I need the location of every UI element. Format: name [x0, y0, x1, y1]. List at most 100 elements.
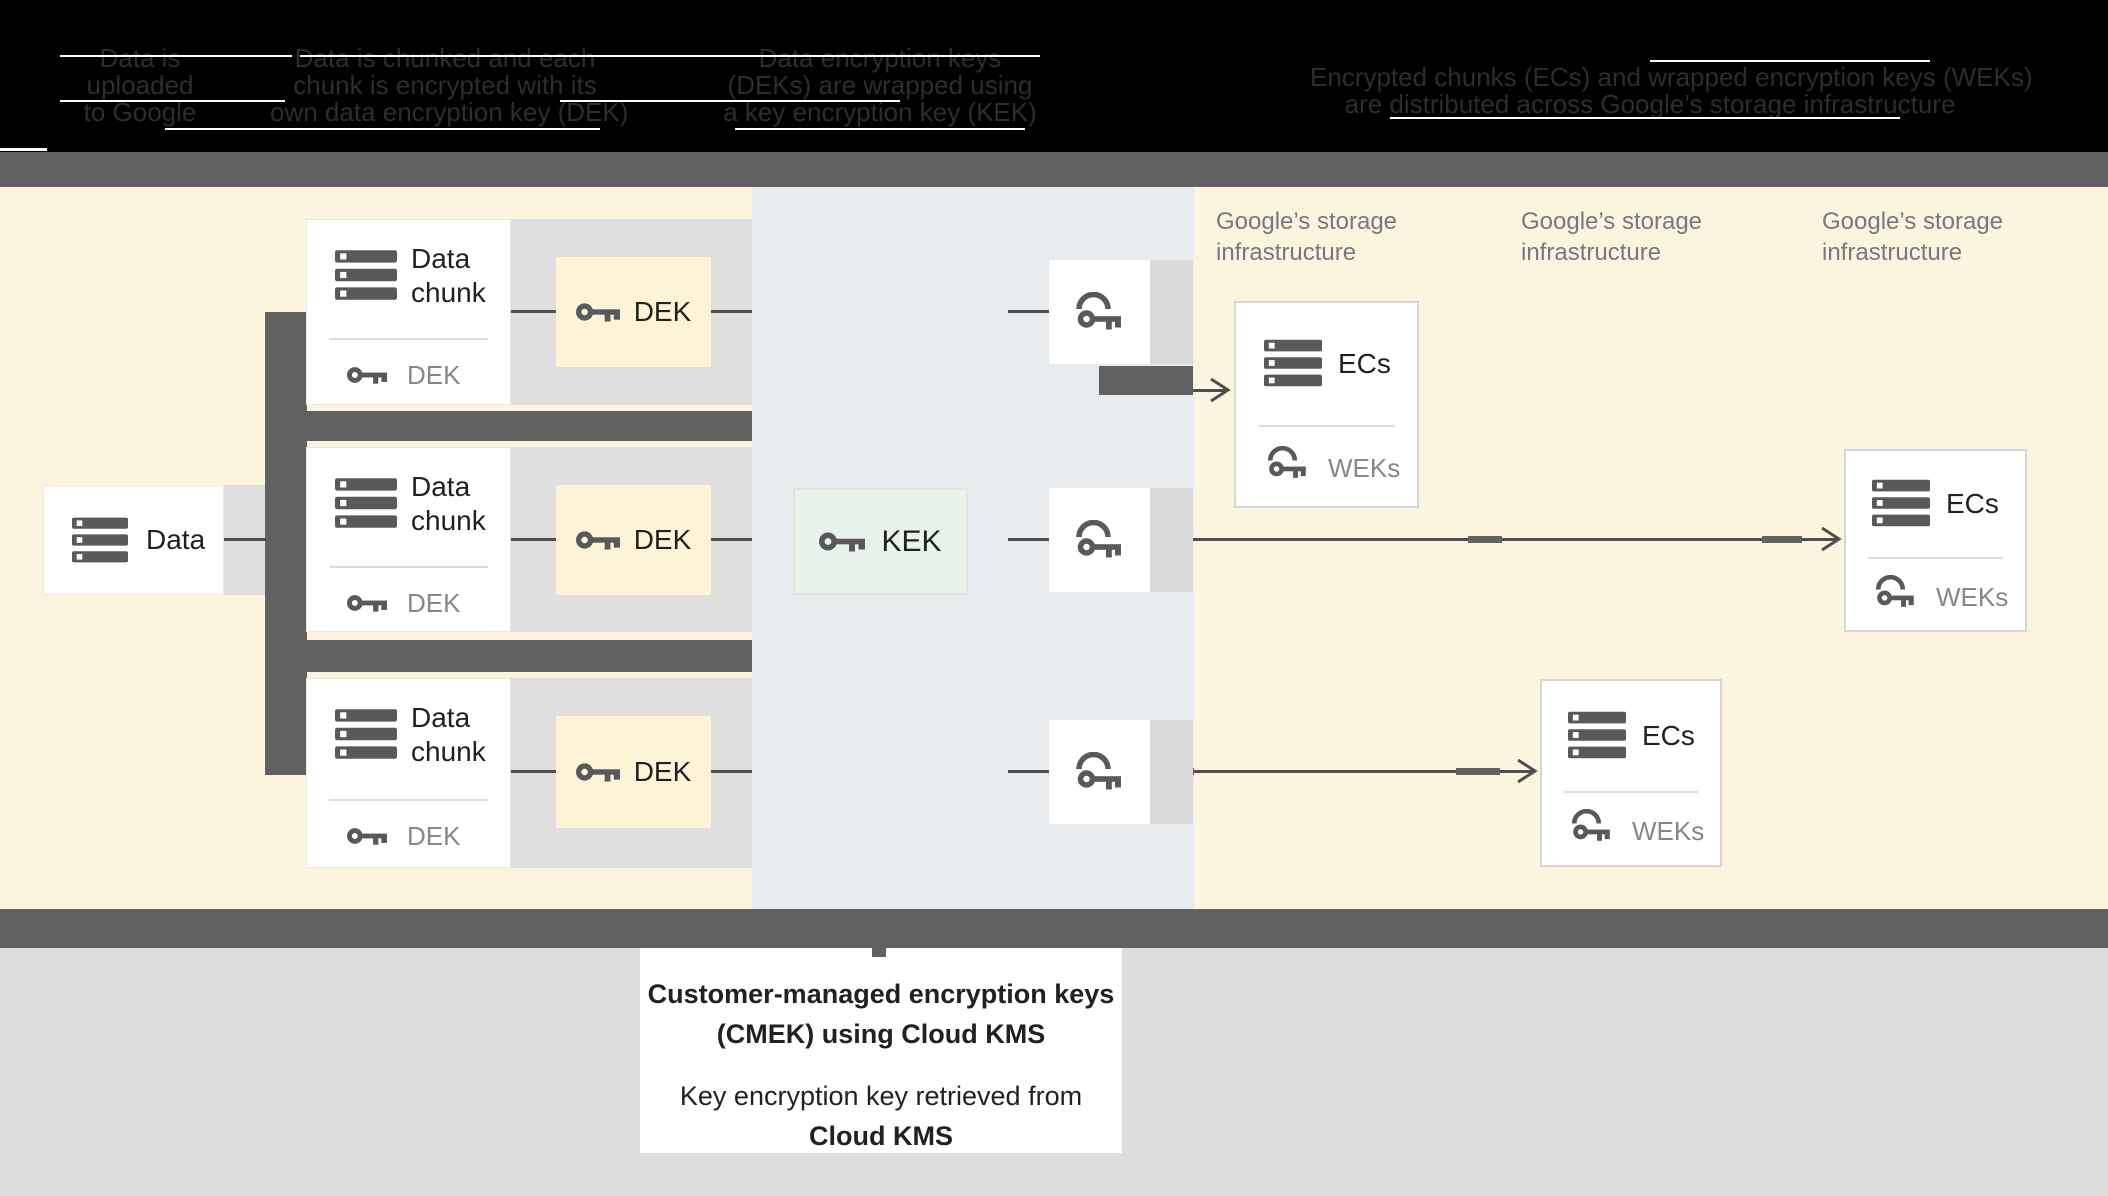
top-divider-band [0, 152, 2108, 187]
header-text: Encrypted chunks (ECs) and wrapped encry… [1310, 62, 2033, 92]
thick-arrow-bar-1 [1099, 366, 1193, 395]
header-text: Data is chunked and each [294, 43, 596, 73]
header-step-wrap: Data encryption keys (DEKs) are wrapped … [715, 45, 1045, 126]
wrapped-key-icon [1874, 575, 1918, 609]
header-step-distribute: Encrypted chunks (ECs) and wrapped encry… [1310, 62, 2033, 119]
chunk-title: Data chunk [411, 243, 486, 308]
storage-infra-label-2: Google’s storage infrastructure [1521, 208, 1703, 266]
ecs-node-3: ECs WEKs [1540, 679, 1722, 867]
dek-node-3: DEK [556, 716, 711, 828]
storage-infra-label-1: Google’s storage infrastructure [1216, 208, 1398, 266]
line-into-keybox3 [1008, 770, 1049, 773]
arrow-thick-seg-2b [1762, 536, 1802, 543]
ecs-weks-label: WEKs [1328, 453, 1401, 483]
callout-line-4: Cloud KMS [809, 1121, 953, 1151]
key-icon [576, 301, 620, 323]
storage-infra-label-3: Google’s storage infrastructure [1822, 208, 2004, 266]
header-text: chunk is encrypted with its [293, 70, 597, 100]
ecs-title: ECs [1946, 488, 1999, 519]
data-chunk-node-2: Data chunk DEK [306, 447, 511, 632]
header-underline [1650, 60, 1930, 62]
keybox-shadow-2 [1150, 488, 1193, 592]
wrapped-key-node-2 [1049, 488, 1150, 592]
header-step-chunk: Data is chunked and each chunk is encryp… [270, 43, 628, 126]
key-icon [347, 593, 387, 613]
divider [329, 799, 488, 801]
data-chunk-node-3: Data chunk DEK [306, 678, 511, 868]
dek-label: DEK [633, 756, 692, 787]
header-underline [165, 128, 600, 130]
line-dek1-out [711, 310, 752, 313]
header-text: (DEKs) are wrapped using [727, 70, 1033, 100]
key-icon [347, 826, 387, 846]
connector-band-1 [265, 411, 752, 441]
divider [1564, 791, 1698, 793]
arrowhead-3 [1516, 758, 1538, 784]
arrowhead-2 [1820, 526, 1842, 552]
divider [1868, 557, 2003, 559]
keybox-shadow-1 [1150, 260, 1193, 364]
divider [1258, 425, 1395, 427]
database-icon [72, 517, 128, 563]
wrapped-key-icon [1074, 292, 1126, 332]
dek-label: DEK [633, 296, 692, 327]
wrapped-key-node-1 [1049, 260, 1150, 364]
line-data-to-trunk [224, 538, 266, 541]
kek-node: KEK [793, 488, 968, 595]
header-underline [560, 100, 900, 102]
data-node-label: Data [146, 524, 206, 555]
header-text: to Google [83, 97, 197, 127]
header-bar [0, 0, 2108, 152]
database-icon [335, 709, 397, 759]
database-icon [335, 250, 397, 300]
key-icon [576, 761, 620, 783]
header-text: Data is [99, 43, 181, 73]
header-underline [60, 100, 285, 102]
arrow-line-3 [1150, 770, 1534, 773]
ecs-node-2: ECs WEKs [1844, 449, 2027, 632]
divider [329, 338, 488, 340]
line-into-keybox2 [1008, 538, 1049, 541]
chunk-dek-label: DEK [407, 360, 461, 390]
line-chunk3-to-dek3 [511, 770, 556, 773]
keybox-shadow-3 [1150, 720, 1193, 824]
callout-line-3: Key encryption key retrieved from [679, 1081, 1083, 1111]
ecs-title: ECs [1642, 720, 1695, 751]
header-underline [60, 55, 292, 57]
header-underline [735, 128, 1025, 130]
header-text: a key encryption key (KEK) [723, 97, 1037, 127]
ecs-weks-label: WEKs [1936, 582, 2009, 612]
dek-node-2: DEK [556, 485, 711, 595]
divider [329, 566, 488, 568]
arrow-thick-seg-2a [1468, 536, 1502, 543]
arrowhead-1 [1209, 377, 1231, 403]
data-node: Data [43, 485, 224, 595]
header-text: are distributed across Google’s storage … [1344, 89, 1956, 119]
ecs-weks-label: WEKs [1632, 816, 1705, 846]
chunk-dek-label: DEK [407, 588, 461, 618]
data-chunk-node-1: Data chunk DEK [306, 219, 511, 405]
header-text: uploaded [86, 70, 194, 100]
line-dek3-out [711, 770, 752, 773]
band-notch [872, 948, 886, 957]
wrapped-key-node-3 [1049, 720, 1150, 824]
database-icon [1872, 479, 1930, 527]
key-icon [576, 529, 620, 551]
wrapped-key-icon [1074, 520, 1126, 560]
database-icon [335, 478, 397, 528]
connector-trunk [265, 312, 307, 775]
line-chunk1-to-dek1 [511, 310, 556, 313]
ecs-node-1: ECs WEKs [1234, 301, 1419, 508]
line-chunk2-to-dek2 [511, 538, 556, 541]
callout-line-1: Customer-managed encryption keys [647, 979, 1115, 1009]
kek-label: KEK [881, 524, 942, 558]
line-dek2-out [711, 538, 752, 541]
chunk-title: Data chunk [411, 702, 486, 767]
connector-band-2 [265, 640, 752, 672]
header-text: Data encryption keys [758, 43, 1002, 73]
wrapped-key-icon [1074, 752, 1126, 792]
header-underline [1390, 117, 1900, 119]
header-underline [300, 55, 1040, 57]
database-icon [1264, 339, 1322, 387]
